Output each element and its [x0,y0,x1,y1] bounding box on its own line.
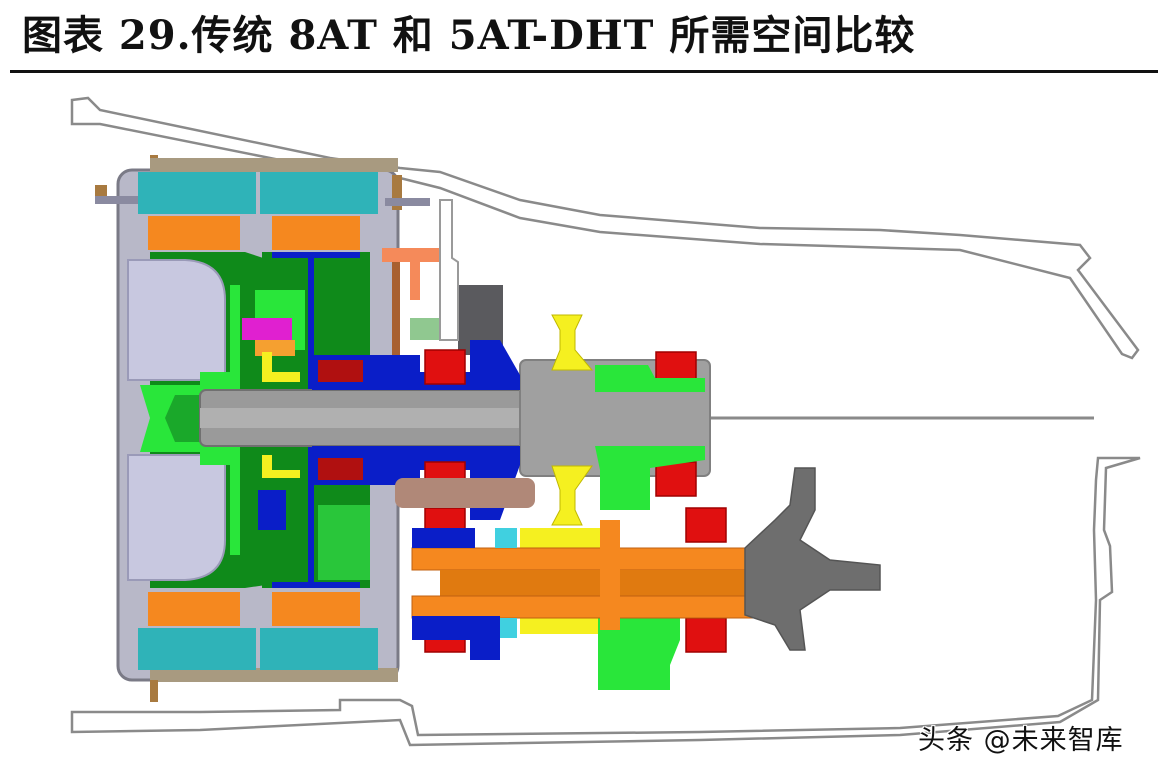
8at-housing-outline-top [70,96,1140,360]
winding-top-right [272,216,360,250]
stator-top-left [138,172,256,214]
figure-title: 图表 29.传统 8AT 和 5AT-DHT 所需空间比较 [22,12,916,59]
title-divider [10,70,1158,73]
bearing [685,617,727,653]
transmission-cross-section [70,96,1141,747]
yellow-bracket-top [262,352,300,382]
lower-blue-block [258,490,286,530]
stator-bottom-left [138,628,256,670]
rotor-support-blue-bottom [272,582,360,588]
torsional-damper-lower [127,454,226,581]
output-gear-hub [600,520,620,630]
clutch-pack-orange [255,340,295,356]
blue-seal-bottom [412,616,500,660]
yellow-gear-bottom [551,465,593,526]
rotor-support-blue-top [272,252,360,258]
stator-top-right [260,172,378,214]
casing-bottom-band [150,668,398,682]
green-gear-bottom [598,616,680,690]
output-flange-yoke [744,467,881,651]
mount-flange [385,198,430,206]
bearing [424,349,466,385]
blue-seal-top [412,528,475,548]
casing-top-band [150,158,398,172]
source-watermark: 头条 @未来智库 [918,725,1124,756]
winding-bottom-left [148,592,240,626]
dark-red-part-lower [318,458,363,480]
stator-bottom-right [260,628,378,670]
yellow-gear-top [551,314,594,371]
dark-red-part [318,360,363,382]
mount-stud [150,680,158,702]
output-shaft-outer [411,547,775,571]
yellow-bracket-bottom [262,455,300,478]
winding-top-left [148,216,240,250]
cyan-sleeve-top [495,528,517,548]
green-gear-mid [595,446,705,510]
intermediate-shaft [395,478,535,508]
clutch-magenta [242,318,292,340]
cyan-sleeve-bottom [495,618,517,638]
housing-wall-outline [439,199,459,341]
bearing [655,461,697,497]
bearing [685,507,727,543]
rotor-right-light [318,505,370,580]
pale-green-part [410,318,448,340]
input-hub-inner [165,395,200,442]
winding-bottom-right [272,592,360,626]
torsional-damper [127,259,226,381]
planetary-carrier-top [312,340,520,390]
mount-flange [95,196,140,204]
green-gear-top [595,365,705,392]
salmon-shaft [392,262,400,362]
8at-housing-outline-bottom [70,456,1141,747]
output-shaft-outer-lower [411,595,775,619]
mount-stud [392,175,402,210]
